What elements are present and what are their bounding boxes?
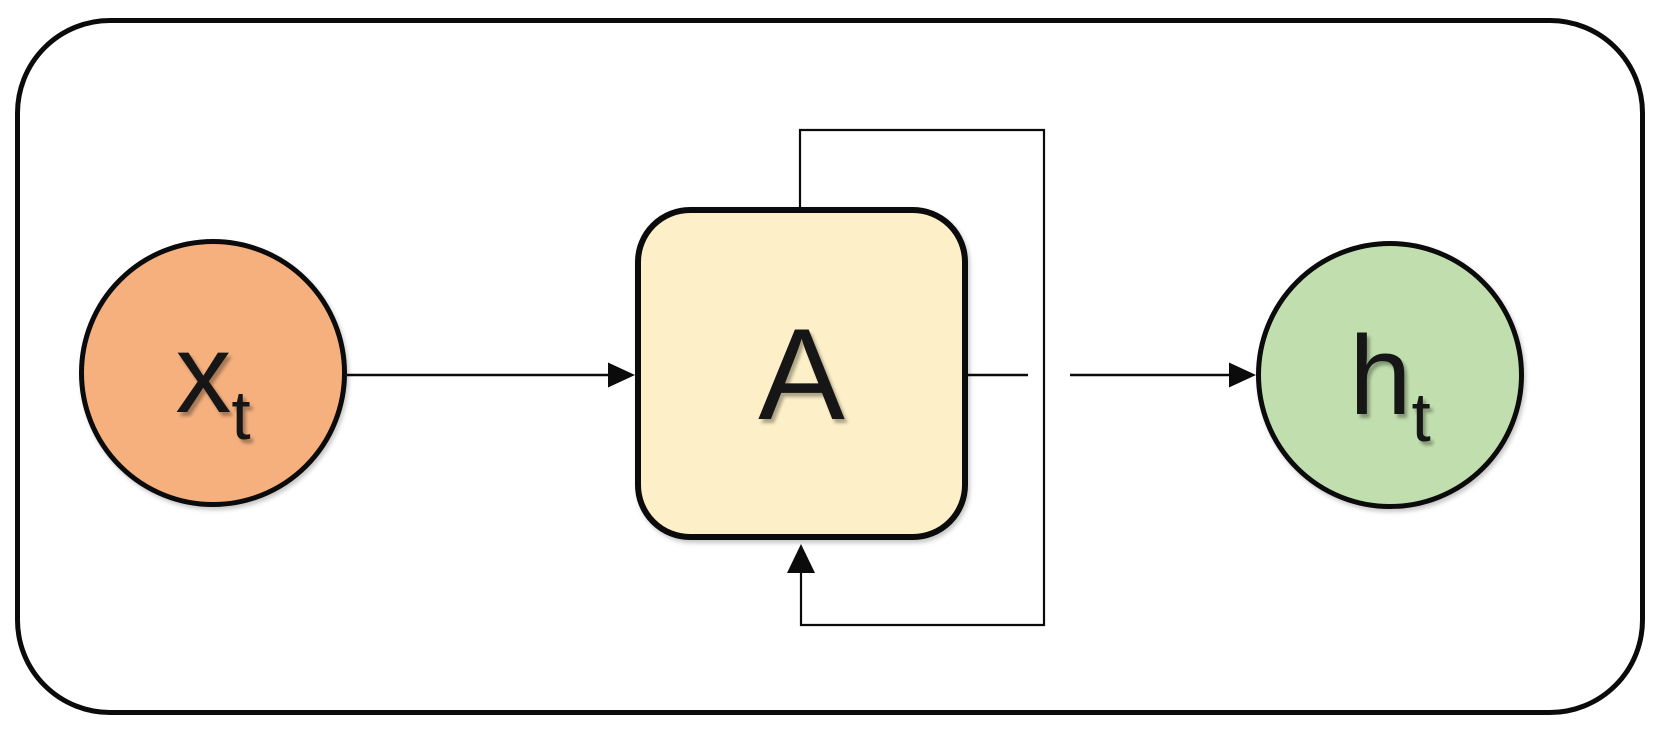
arrowhead-into-output [1229,362,1256,388]
edge-recurrent-loop [787,128,1046,627]
label-ht-sub: t [1411,377,1431,456]
label-a: A [758,300,845,447]
node-input-xt: xt [79,239,347,507]
label-ht-main: h [1349,312,1412,438]
edge-input-to-cell [347,362,635,388]
label-ht: ht [1349,311,1431,456]
label-xt-main: x [175,310,232,436]
node-output-ht: ht [1256,241,1524,509]
label-xt-sub: t [231,375,251,454]
edge-cell-to-output [968,362,1256,388]
recurrent-loop-line [798,128,1046,627]
arrowhead-into-cell [608,362,635,388]
outer-frame-border [15,18,1645,715]
node-cell-a: A [635,207,968,540]
arrowhead-up-into-cell [787,544,815,573]
label-xt: xt [175,309,250,454]
